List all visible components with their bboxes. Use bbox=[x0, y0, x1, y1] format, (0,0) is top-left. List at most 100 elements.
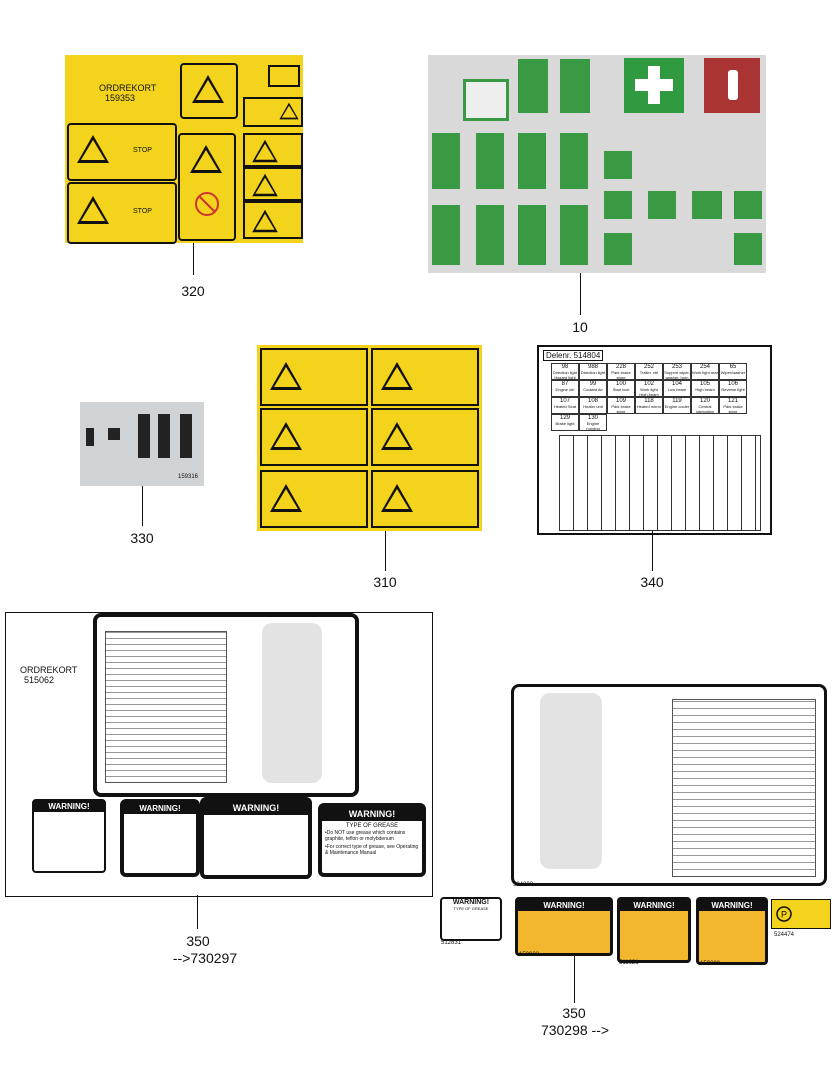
warning-triangle-icon bbox=[381, 484, 413, 512]
green-decal bbox=[432, 133, 460, 189]
green-decal bbox=[604, 151, 632, 179]
green-decal bbox=[560, 205, 588, 265]
warning-triangle-icon bbox=[270, 484, 302, 512]
leader-350b bbox=[574, 953, 575, 1003]
fuse-label: Low beam bbox=[667, 387, 687, 392]
decal-sheet-10 bbox=[428, 55, 766, 273]
ordrekort-title-320: ORDREKORT bbox=[99, 83, 157, 93]
switch-decal bbox=[108, 428, 120, 440]
warning-decal-350a-2: WARNING! bbox=[120, 799, 200, 877]
ordrekort-number-320: 159353 bbox=[105, 93, 136, 103]
warning-decal-350b-2: WARNING! bbox=[515, 897, 613, 956]
crush-decal bbox=[371, 348, 479, 406]
green-decal bbox=[560, 133, 588, 189]
relay-grid bbox=[559, 435, 761, 531]
switch-decal bbox=[86, 428, 94, 446]
callout-350a-1: 350 bbox=[186, 933, 210, 949]
callout-350b-2: 730298 --> bbox=[540, 1022, 610, 1038]
lube-table bbox=[105, 631, 227, 783]
fuse-label: Engine running bbox=[586, 421, 600, 431]
warning-label: WARNING! bbox=[518, 900, 610, 911]
cross-icon bbox=[635, 79, 673, 91]
grease-line-1: •Do NOT use grease which contains graphi… bbox=[325, 830, 406, 842]
green-decal bbox=[432, 205, 460, 265]
callout-10: 10 bbox=[572, 319, 588, 335]
fuse-label: Brake light bbox=[555, 421, 575, 426]
machine-diagram bbox=[540, 693, 602, 869]
green-decal bbox=[476, 205, 504, 265]
leader-330 bbox=[142, 486, 143, 526]
warning-label: WARNING! bbox=[699, 900, 765, 911]
part-number-2: 159022 bbox=[519, 952, 540, 958]
fuse-number: 121 bbox=[727, 398, 738, 404]
green-decal bbox=[476, 133, 504, 189]
warning-decal-350b-4: WARNING! bbox=[696, 897, 768, 965]
green-decal bbox=[734, 191, 762, 219]
decal-sheet-350a: ORDREKORT 515062 WARNING! WARNING! WARNI… bbox=[5, 612, 433, 897]
warning-triangle-icon bbox=[279, 102, 299, 120]
stop-label-1: STOP bbox=[133, 147, 152, 154]
fuse-number: 104 bbox=[671, 381, 682, 387]
fuse-number: 65 bbox=[729, 364, 737, 370]
fuse-label: Park brake store bbox=[611, 370, 631, 380]
switch-decal bbox=[138, 414, 150, 458]
fuse-number: 228 bbox=[615, 364, 626, 370]
decal-sheet-320: ORDREKORT 159353 STOP STOP bbox=[65, 55, 303, 244]
warning-decal-crush bbox=[180, 63, 238, 119]
fuse-label: Start lock bbox=[612, 387, 630, 392]
green-decal bbox=[518, 59, 548, 113]
leader-350a bbox=[197, 895, 198, 929]
fuse-number: 254 bbox=[699, 364, 710, 370]
fuse-label: Direction light bbox=[580, 370, 606, 375]
fuse-label: Support wiper, washer, horn bbox=[664, 370, 690, 380]
warning-decal-a bbox=[243, 133, 303, 167]
stop-decal-2: STOP bbox=[67, 182, 177, 244]
fuse-number: 108 bbox=[587, 398, 598, 404]
grease-warning-decal: WARNING! TYPE OF GREASE •Do NOT use grea… bbox=[318, 803, 426, 877]
fuse-number: 129 bbox=[559, 415, 570, 421]
fuse-label: Wiper/washer bbox=[720, 370, 746, 375]
svg-text:P: P bbox=[781, 910, 787, 920]
crush-decal bbox=[260, 470, 368, 528]
warning-triangle-icon bbox=[77, 135, 109, 163]
fuse-number: 109 bbox=[615, 398, 626, 404]
crush-decal bbox=[260, 348, 368, 406]
warning-decal-350a-1: WARNING! bbox=[32, 799, 106, 873]
fuse-label: Direction light Hazard light bbox=[552, 370, 578, 380]
fuse-number: 130 bbox=[587, 415, 598, 421]
callout-320: 320 bbox=[181, 283, 205, 299]
green-decal bbox=[604, 233, 632, 265]
fuse-decal-title: Delenr. 514804 bbox=[543, 350, 604, 361]
part-number-4: 159380 bbox=[700, 961, 721, 967]
callout-330: 330 bbox=[130, 530, 154, 546]
lube-table bbox=[672, 699, 816, 877]
fuse-number: 105 bbox=[699, 381, 710, 387]
crush-decal bbox=[260, 408, 368, 466]
fuse-number: 988 bbox=[587, 364, 598, 370]
sheet-number-350b: 524803 bbox=[513, 882, 534, 888]
warning-triangle-icon bbox=[381, 362, 413, 390]
lubrication-chart-350b bbox=[511, 684, 827, 886]
tipping-decal bbox=[371, 408, 479, 466]
fuse-number: 252 bbox=[643, 364, 654, 370]
parking-icon: P bbox=[776, 906, 792, 922]
part-number-1: 512831 bbox=[441, 940, 462, 946]
lubrication-chart-350a bbox=[93, 613, 359, 797]
fuse-label: Park brake store bbox=[611, 404, 631, 414]
fuse-number: 118 bbox=[644, 398, 654, 404]
fuse-number: 253 bbox=[671, 364, 682, 370]
